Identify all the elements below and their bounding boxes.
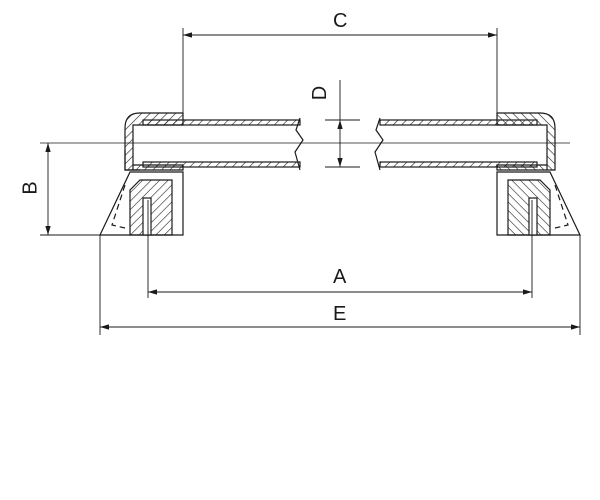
dimension-e [99,235,581,335]
dimension-c [182,28,498,113]
dimension-d [325,80,360,168]
dimension-b [40,143,100,236]
label-b: B [19,181,42,195]
tube-right [374,117,538,171]
dimension-a [147,200,533,298]
left-end-cap [124,112,184,171]
label-d: D [309,85,332,101]
label-c: C [333,10,348,32]
label-a: A [333,266,347,288]
right-base [496,171,581,236]
left-base [99,171,184,236]
label-e: E [333,303,347,325]
right-end-cap [496,112,556,171]
tube-left [142,117,304,171]
